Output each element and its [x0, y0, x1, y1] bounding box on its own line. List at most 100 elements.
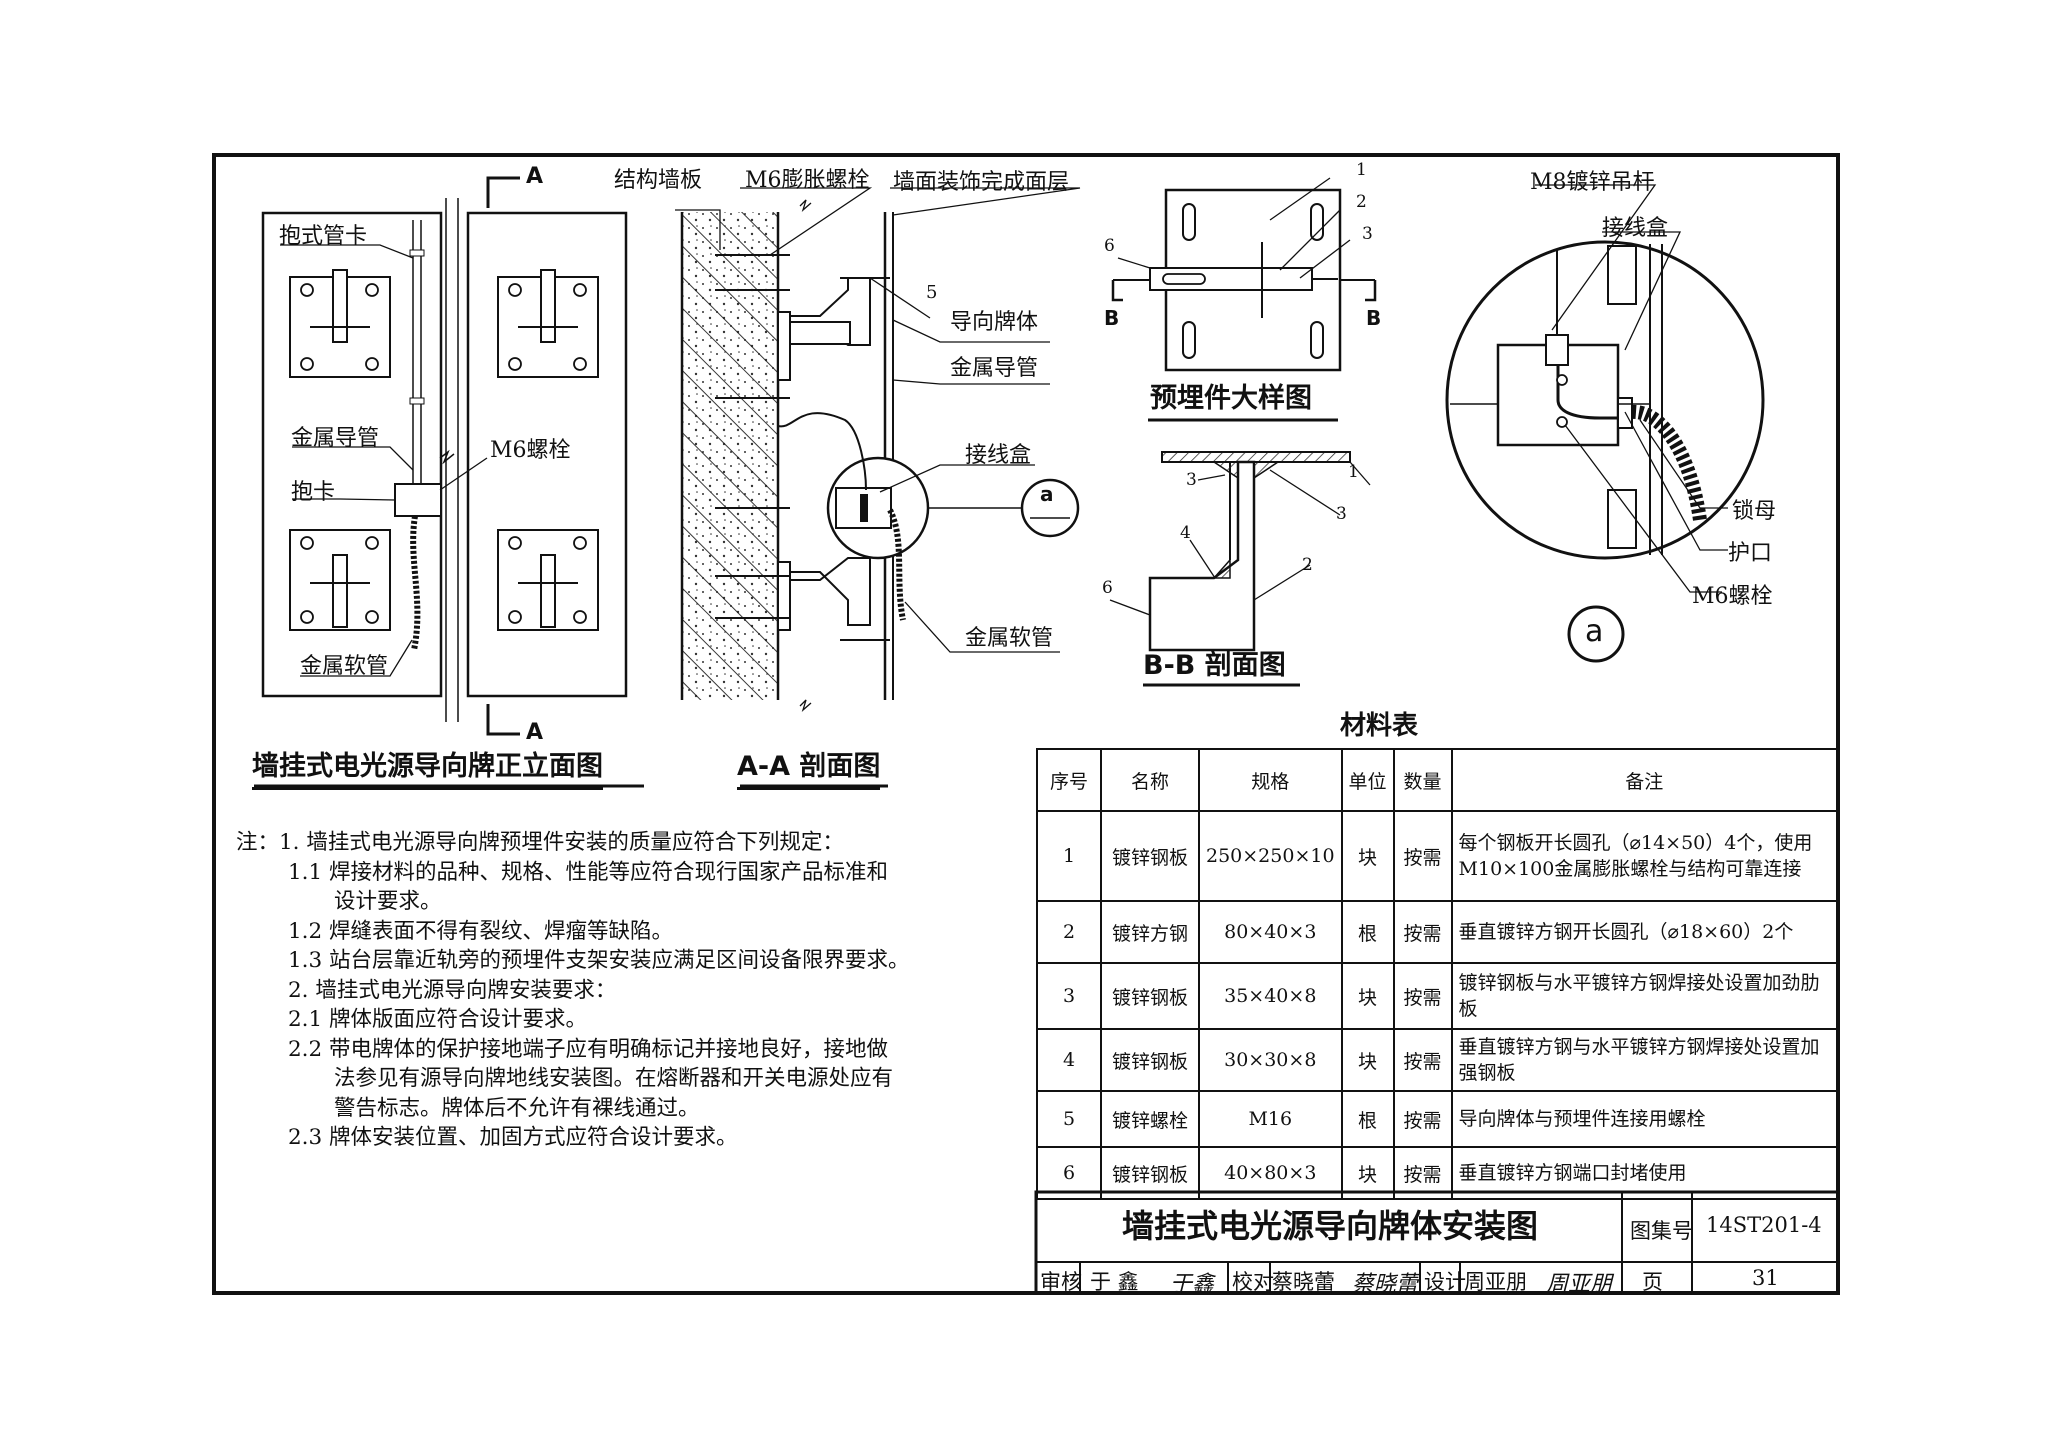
cell: 垂直镀锌方钢与水平镀锌方钢焊接处设置加强钢板 [1450, 1028, 1839, 1092]
label-m8-rod: M8镀锌吊杆 [1530, 170, 1655, 195]
label-structural-wall: 结构墙板 [614, 168, 703, 193]
label-expansion-bolt: M6膨胀螺栓 [745, 168, 870, 193]
cell: M16 [1198, 1090, 1343, 1148]
design-label: 设计 [1424, 1270, 1466, 1294]
cell: 2 [1036, 900, 1102, 964]
cell: 35×40×8 [1198, 962, 1343, 1030]
cell: 3 [1036, 962, 1102, 1030]
cell: 6 [1036, 1146, 1102, 1200]
atlas-number: 14ST201-4 [1706, 1213, 1822, 1237]
section-bb-title: B-B 剖面图 [1143, 650, 1286, 681]
cell: 按需 [1392, 810, 1453, 902]
embed-num-3: 3 [1362, 224, 1373, 244]
note-line: 2.3 牌体安装位置、加固方式应符合设计要求。 [288, 1125, 738, 1150]
bb-num-3b: 3 [1336, 504, 1347, 524]
note-line: 2.1 牌体版面应符合设计要求。 [288, 1007, 588, 1032]
note-line: 设计要求。 [334, 889, 442, 914]
bb-num-3a: 3 [1186, 470, 1197, 490]
note-line: 2. 墙挂式电光源导向牌安装要求： [288, 977, 617, 1003]
bb-num-2: 2 [1302, 555, 1313, 575]
label-num-5: 5 [926, 282, 938, 303]
note-line: 1.3 站台层靠近轨旁的预埋件支架安装应满足区间设备限界要求。 [288, 948, 910, 973]
notes-block: 注：1. 墙挂式电光源导向牌预埋件安装的质量应符合下列规定： 1.1 焊接材料的… [236, 828, 910, 1153]
cell: 每个钢板开长圆孔（⌀14×50）4个，使用M10×100金属膨胀螺栓与结构可靠连… [1450, 810, 1839, 902]
cell: 按需 [1392, 900, 1453, 964]
label-pipe-clamp: 抱式管卡 [279, 224, 368, 249]
cell: 垂直镀锌方钢开长圆孔（⌀18×60）2个 [1450, 900, 1839, 964]
cell: 镀锌钢板 [1100, 962, 1200, 1030]
label-bushing: 护口 [1728, 541, 1773, 566]
embed-detail-view [1111, 177, 1377, 422]
cell: 镀锌钢板与水平镀锌方钢焊接处设置加劲肋板 [1450, 962, 1839, 1030]
cell: 30×30×8 [1198, 1028, 1343, 1092]
label-aa-metal-conduit: 金属导管 [950, 356, 1039, 381]
label-sign-body: 导向牌体 [950, 310, 1039, 335]
header-cell: 数量 [1392, 748, 1453, 812]
embed-detail-title: 预埋件大样图 [1150, 383, 1312, 414]
check-label: 校对 [1232, 1270, 1274, 1294]
cell: 块 [1340, 1028, 1395, 1092]
table-header-row: 序号 名称 规格 单位 数量 备注 [1036, 748, 1839, 812]
cell: 250×250×10 [1198, 810, 1343, 902]
section-bb-view [1109, 451, 1371, 687]
section-aa-view [675, 187, 1081, 788]
embed-num-2: 2 [1356, 192, 1367, 212]
note-line: 1.1 焊接材料的品种、规格、性能等应符合现行国家产品标准和 [288, 859, 889, 885]
bb-num-1: 1 [1348, 462, 1359, 482]
label-metal-conduit: 金属导管 [291, 426, 380, 451]
elevation-view [254, 176, 644, 788]
cell: 40×80×3 [1198, 1146, 1343, 1200]
cell: 1 [1036, 810, 1102, 902]
elevation-title: 墙挂式电光源导向牌正立面图 [252, 744, 603, 790]
cell: 镀锌方钢 [1100, 900, 1200, 964]
header-cell: 名称 [1100, 748, 1200, 812]
embed-num-6: 6 [1104, 236, 1115, 256]
header-cell: 规格 [1198, 748, 1343, 812]
cell: 镀锌钢板 [1100, 1146, 1200, 1200]
designer-name: 周亚朋 [1464, 1270, 1527, 1294]
label-wall-finish: 墙面装饰完成面层 [893, 170, 1070, 195]
cell: 按需 [1392, 1028, 1453, 1092]
detail-a-view [1445, 184, 1765, 663]
materials-title: 材料表 [1340, 711, 1419, 741]
note-line: 2.2 带电牌体的保护接地端子应有明确标记并接地良好，接地做 [288, 1036, 889, 1062]
designer-signature: 周亚朋 [1546, 1272, 1613, 1297]
bb-mark-right: B [1366, 306, 1382, 330]
cell: 4 [1036, 1028, 1102, 1092]
embed-num-1: 1 [1356, 160, 1367, 180]
label-locknut: 锁母 [1732, 499, 1777, 524]
checker-name: 蔡晓蕾 [1272, 1270, 1335, 1294]
label-m6-bolt: M6螺栓 [490, 438, 571, 463]
detail-ref-a: a [1040, 482, 1054, 506]
cell: 根 [1340, 900, 1395, 964]
header-cell: 序号 [1036, 748, 1102, 812]
cell: 80×40×3 [1198, 900, 1343, 964]
note-line: 法参见有源导向牌地线安装图。在熔断器和开关电源处应有 [334, 1066, 894, 1091]
note-line: 警告标志。牌体后不允许有裸线通过。 [334, 1095, 700, 1121]
header-cell: 备注 [1450, 748, 1839, 812]
note-line: 1.2 焊缝表面不得有裂纹、焊瘤等缺陷。 [288, 918, 674, 944]
label-flex-conduit: 金属软管 [300, 654, 389, 679]
review-label: 审核 [1040, 1270, 1082, 1294]
drawing-title: 墙挂式电光源导向牌体安装图 [1121, 1207, 1538, 1245]
header-cell: 单位 [1340, 748, 1395, 812]
cell: 块 [1340, 1146, 1395, 1200]
checker-signature: 蔡晓蕾 [1352, 1272, 1419, 1297]
label-clamp: 抱卡 [291, 480, 336, 505]
reviewer-signature: 于鑫 [1170, 1272, 1215, 1297]
sheet-border [212, 153, 1840, 1295]
bb-mark-left: B [1104, 306, 1120, 330]
label-junction-box: 接线盒 [965, 443, 1032, 468]
cell: 按需 [1392, 962, 1453, 1030]
label-aa-flex-conduit: 金属软管 [965, 626, 1054, 651]
cell: 镀锌钢板 [1100, 810, 1200, 902]
section-aa-title: A-A 剖面图 [737, 744, 881, 790]
cell: 块 [1340, 810, 1395, 902]
detail-a-id: a [1585, 614, 1604, 649]
